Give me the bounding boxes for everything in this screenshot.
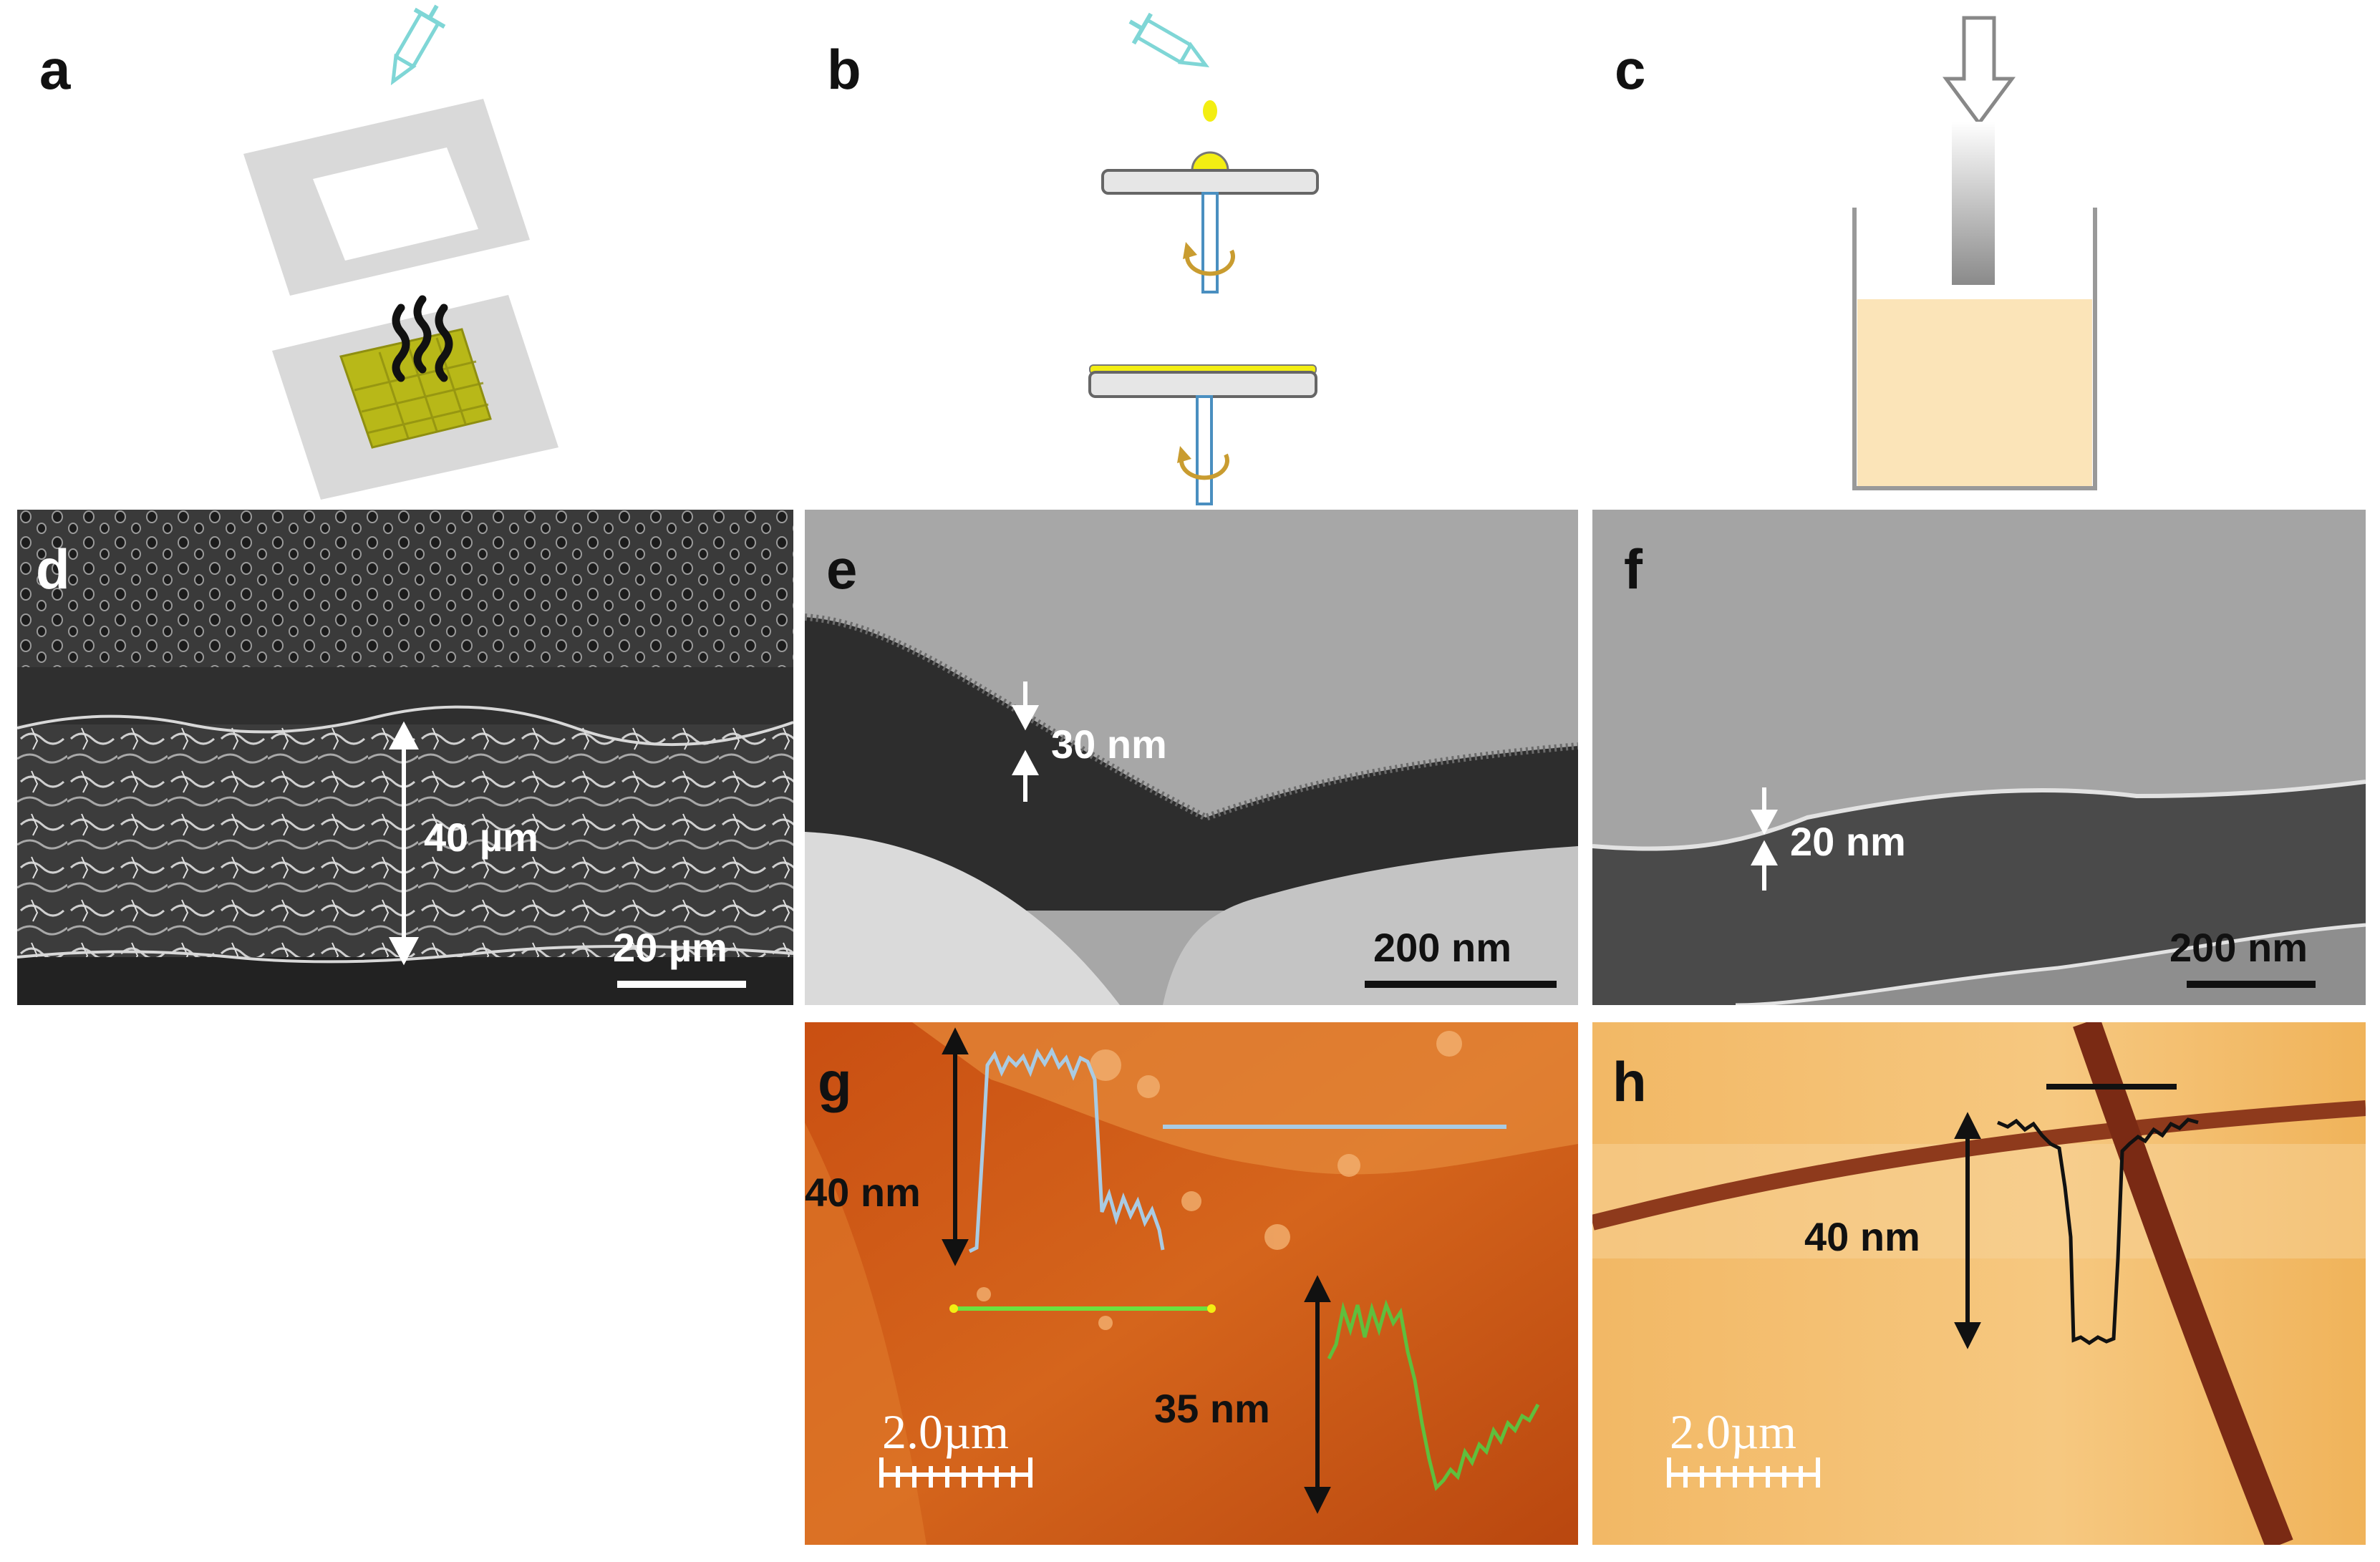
panel-label-g: g — [818, 1050, 852, 1113]
thickness-arrows — [1011, 681, 1040, 802]
scale-bar — [879, 1457, 1032, 1488]
panel-c: c — [1582, 0, 2380, 501]
drop-icon — [1203, 100, 1217, 122]
height-label-blue: 40 nm — [805, 1170, 921, 1215]
pipette-icon — [1128, 12, 1210, 68]
film-grid — [354, 337, 489, 439]
thickness-label: 20 nm — [1790, 819, 1906, 864]
thickness-label: 30 nm — [1051, 722, 1167, 767]
afm-image-g — [805, 1022, 1578, 1545]
panel-label-b: b — [827, 38, 861, 101]
height-arrow-blue — [942, 1027, 969, 1266]
dip-substrate — [1952, 122, 1995, 285]
sem-image-d — [17, 510, 793, 1005]
height-profile-green — [1327, 1299, 1540, 1491]
drop-on-disk — [1191, 151, 1229, 172]
scale-bar-label: 2.0µm — [1670, 1405, 1797, 1459]
scale-bar-label: 20 µm — [613, 925, 727, 970]
sem-image-f — [1592, 510, 2366, 1005]
panel-label-a: a — [39, 38, 71, 101]
rotation-arrow-icon — [1185, 249, 1235, 276]
panel-label-e: e — [826, 538, 858, 601]
panel-g: g 40 nm 35 nm 2.0µm — [805, 1022, 1578, 1545]
height-label: 40 nm — [1804, 1214, 1920, 1259]
thickness-arrow — [389, 721, 419, 966]
dip-coat-diagram — [1852, 16, 2097, 490]
height-label-green: 35 nm — [1154, 1386, 1270, 1431]
thickness-arrows — [1750, 787, 1779, 891]
scale-bar-label: 2.0µm — [882, 1405, 1010, 1459]
scale-bar-label: 200 nm — [1373, 925, 1511, 970]
thickness-label: 40 µm — [424, 815, 538, 860]
panel-e: e 30 nm 200 nm — [805, 510, 1578, 1005]
panel-a: a — [0, 0, 788, 501]
height-arrow-green — [1304, 1275, 1331, 1514]
panel-label-c: c — [1615, 38, 1646, 101]
rotation-arrow-icon — [1179, 453, 1229, 480]
panel-h: h 40 nm 2.0µm — [1592, 1022, 2366, 1545]
scale-bar-label: 200 nm — [2169, 925, 2308, 970]
panel-d: d 40 µm 20 µm — [17, 510, 793, 1005]
panel-label-f: f — [1624, 538, 1643, 601]
height-profile — [1997, 1117, 2199, 1346]
sem-image-e — [805, 510, 1578, 1005]
pipette-icon — [390, 4, 446, 86]
solution — [1857, 299, 2092, 487]
mask-window — [313, 147, 478, 261]
drop-cast-diagram — [243, 4, 558, 500]
down-arrow-icon — [1943, 16, 2016, 127]
scale-bar — [2187, 981, 2316, 988]
afm-image-h — [1592, 1022, 2366, 1545]
panel-f: f 20 nm 200 nm — [1592, 510, 2366, 1005]
film-deposit — [339, 328, 492, 449]
panel-label-d: d — [36, 538, 70, 601]
spin-coat-diagram — [1088, 12, 1319, 505]
panel-label-h: h — [1612, 1050, 1647, 1113]
spinner-disk-top — [1101, 169, 1319, 195]
height-arrow — [1954, 1112, 1981, 1349]
height-profile-blue — [968, 1047, 1165, 1253]
scale-bar — [1667, 1457, 1820, 1488]
beaker — [1852, 208, 2097, 490]
scale-bar — [617, 981, 746, 988]
scale-bar — [1365, 981, 1557, 988]
panel-b: b — [788, 0, 1582, 508]
vapor-icon — [392, 295, 453, 382]
spinner-disk-bottom — [1088, 371, 1317, 398]
